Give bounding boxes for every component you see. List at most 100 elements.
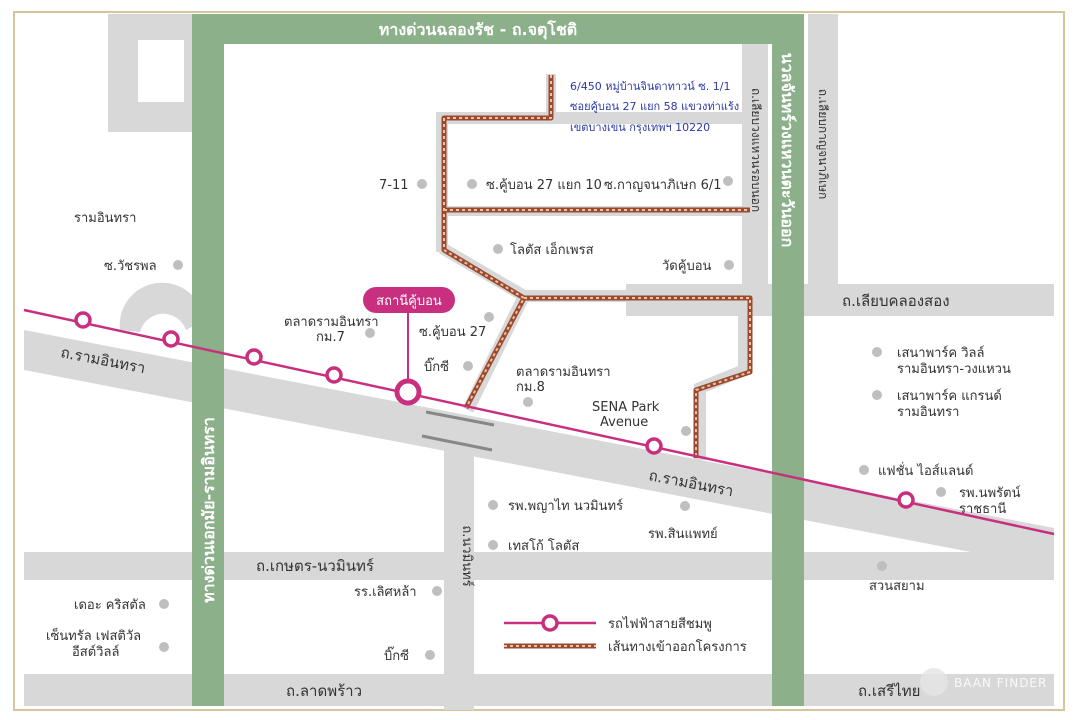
- poi-the-crystal: เดอะ คริสตัล: [74, 598, 146, 613]
- poi-soi-khubon27: ซ.คู้บอน 27: [419, 325, 486, 340]
- poi-7-11: 7-11: [379, 178, 409, 193]
- baan-finder-logo-icon: [920, 668, 948, 696]
- poi-nopparat-line2: ราชธานี: [959, 501, 1006, 517]
- poi-sena-villa-line1: เสนาพาร์ค วิลล์: [897, 345, 984, 361]
- poi-dot: [425, 650, 435, 660]
- liap-wongwaen-label: ถ.เลียบวงแหวนรอบนอก: [749, 88, 763, 212]
- highway-left-label: ทางด่วนเอกมัย-รามอินทรา: [199, 417, 218, 603]
- poi-dot: [859, 465, 869, 475]
- poi-market-km7-line1: ตลาดรามอินทรา: [284, 315, 379, 330]
- poi-central-line1: เซ็นทรัล เฟสติวัล: [46, 626, 141, 644]
- road-marker-upper: [425, 410, 495, 427]
- poi-dot: [493, 244, 503, 254]
- poi-sinphaet-hospital: รพ.สินแพทย์: [648, 526, 718, 542]
- pink-station-dot: [245, 348, 263, 366]
- poi-sena-grand-line2: รามอินทรา: [897, 405, 959, 420]
- poi-dot: [159, 642, 169, 652]
- poi-soi-watcharaphon: ซ.วัชรพล: [104, 259, 157, 274]
- liap-khlong-far-road: [808, 14, 838, 294]
- highway-left: [192, 14, 224, 706]
- expressways: [192, 14, 804, 706]
- poi-fashion-island: แฟชั่น ไอส์แลนด์: [878, 462, 973, 479]
- highway-top-label: ทางด่วนฉลองรัช - ถ.จตุโชติ: [379, 19, 577, 40]
- map-legend: รถไฟฟ้าสายสีชมพู เส้นทางเข้าออกโครงการ: [504, 614, 747, 655]
- seri-thai-label: ถ.เสรีไทย: [858, 682, 920, 700]
- poi-lotus-express: โลตัส เอ็กเพรส: [510, 240, 594, 258]
- poi-dot: [467, 179, 477, 189]
- liap-khlong-song-label: ถ.เลียบคลองสอง: [842, 292, 950, 310]
- legend-pink-line-label: รถไฟฟ้าสายสีชมพู: [608, 616, 712, 632]
- poi-khubon27-10: ซ.คู้บอน 27 แยก 10: [486, 178, 602, 193]
- poi-dot: [488, 540, 498, 550]
- baan-finder-watermark: BAAN FINDER: [920, 668, 1047, 696]
- poi-tesco-lotus: เทสโก้ โลตัส: [508, 538, 579, 554]
- poi-dot: [159, 599, 169, 609]
- address-line-3: เขตบางเขน กรุงเทพฯ 10220: [570, 121, 710, 134]
- access-route: [441, 75, 753, 458]
- poi-dot: [723, 176, 733, 186]
- highway-right: [772, 14, 804, 706]
- watermark-text: BAAN FINDER: [954, 676, 1047, 690]
- poi-sena-park-line1: SENA Park: [592, 400, 660, 415]
- road-marker-lower: [421, 434, 493, 452]
- pink-station-dot: [897, 491, 915, 509]
- poi-dot: [724, 260, 734, 270]
- station-label: สถานีคู้บอน: [376, 293, 442, 309]
- pink-station-dot: [162, 330, 180, 348]
- poi-dot: [872, 347, 882, 357]
- liap-khlong-far-label: ถ.เลียบกาญจนาภิเษก: [816, 89, 830, 200]
- pink-station-dot: [645, 437, 663, 455]
- nawamin-label: ถ.นวมินทร์: [459, 525, 475, 586]
- address-line-2: ซอยคู้บอน 27 แยก 58 แขวงท่าแร้ง: [570, 100, 739, 113]
- khubon-station-marker: [394, 378, 422, 406]
- poi-dot: [488, 500, 498, 510]
- pink-line-track: [23, 308, 1055, 536]
- poi-sena-grand-line1: เสนาพาร์ค แกรนด์: [897, 388, 1002, 404]
- poi-dot: [523, 397, 533, 407]
- kaset-nawamin-label: ถ.เกษตร-นวมินทร์: [256, 557, 374, 575]
- poi-dot: [681, 426, 691, 436]
- poi-dot: [432, 586, 442, 596]
- kaset-nawamin-road: [24, 552, 1054, 580]
- poi-dot: [463, 361, 473, 371]
- poi-dot: [680, 501, 690, 511]
- poi-market-km7-line2: กม.7: [316, 330, 345, 345]
- highway-top: [192, 14, 804, 44]
- poi-wat-khubon: วัดคู้บอน: [662, 259, 711, 274]
- poi-labels: 7-11 ซ.คู้บอน 27 แยก 10 ซ.กาญจนาภิเษก 6/…: [46, 178, 1021, 664]
- poi-dot: [877, 561, 887, 571]
- poi-dot: [484, 312, 494, 322]
- poi-dot: [173, 260, 183, 270]
- lat-phrao-label: ถ.ลาดพร้าว: [286, 682, 362, 700]
- poi-dot: [417, 179, 427, 189]
- poi-ram-inthra: รามอินทรา: [74, 211, 136, 226]
- address-line-1: 6/450 หมู่บ้านจินดาทาวน์ ซ. 1/1: [570, 80, 730, 93]
- map-frame: [13, 11, 1065, 711]
- poi-market-km8-line2: กม.8: [516, 380, 545, 395]
- poi-bigc-nawamin: บิ๊กซี: [384, 646, 409, 664]
- poi-sena-villa-line2: รามอินทรา-วงแหวน: [897, 362, 1011, 377]
- pink-station-dot: [325, 366, 343, 384]
- highway-right-label: นวลจันทร์วงแหวนตะวันออก: [778, 53, 797, 248]
- poi-sert-la-school: รร.เลิศหล้า: [354, 585, 417, 600]
- poi-bigc-ramintra: บิ๊กซี: [424, 357, 449, 375]
- poi-phyathai-hospital: รพ.พญาไท นวมินทร์: [508, 498, 623, 514]
- nawamin-road: [444, 440, 474, 710]
- liap-wongwaen-road: [742, 44, 768, 294]
- poi-kanchana-6-1: ซ.กาญจนาภิเษก 6/1: [604, 178, 722, 193]
- pink-line-stations: [74, 311, 915, 509]
- poi-sena-park-line2: Avenue: [600, 415, 648, 430]
- poi-dot: [936, 487, 946, 497]
- pink-station-dot: [74, 311, 92, 329]
- station-pill: [363, 287, 455, 313]
- poi-dot: [872, 390, 882, 400]
- poi-markers: [159, 176, 946, 660]
- poi-central-line2: อีสต์วิลล์: [72, 644, 120, 660]
- legend-route-label: เส้นทางเข้าออกโครงการ: [608, 639, 747, 655]
- poi-suan-siam: สวนสยาม: [869, 579, 925, 594]
- poi-nopparat-line1: รพ.นพรัตน์: [959, 485, 1021, 501]
- legend-pink-line-dot: [541, 614, 559, 632]
- poi-market-km8-line1: ตลาดรามอินทรา: [516, 365, 611, 380]
- poi-dot: [365, 328, 375, 338]
